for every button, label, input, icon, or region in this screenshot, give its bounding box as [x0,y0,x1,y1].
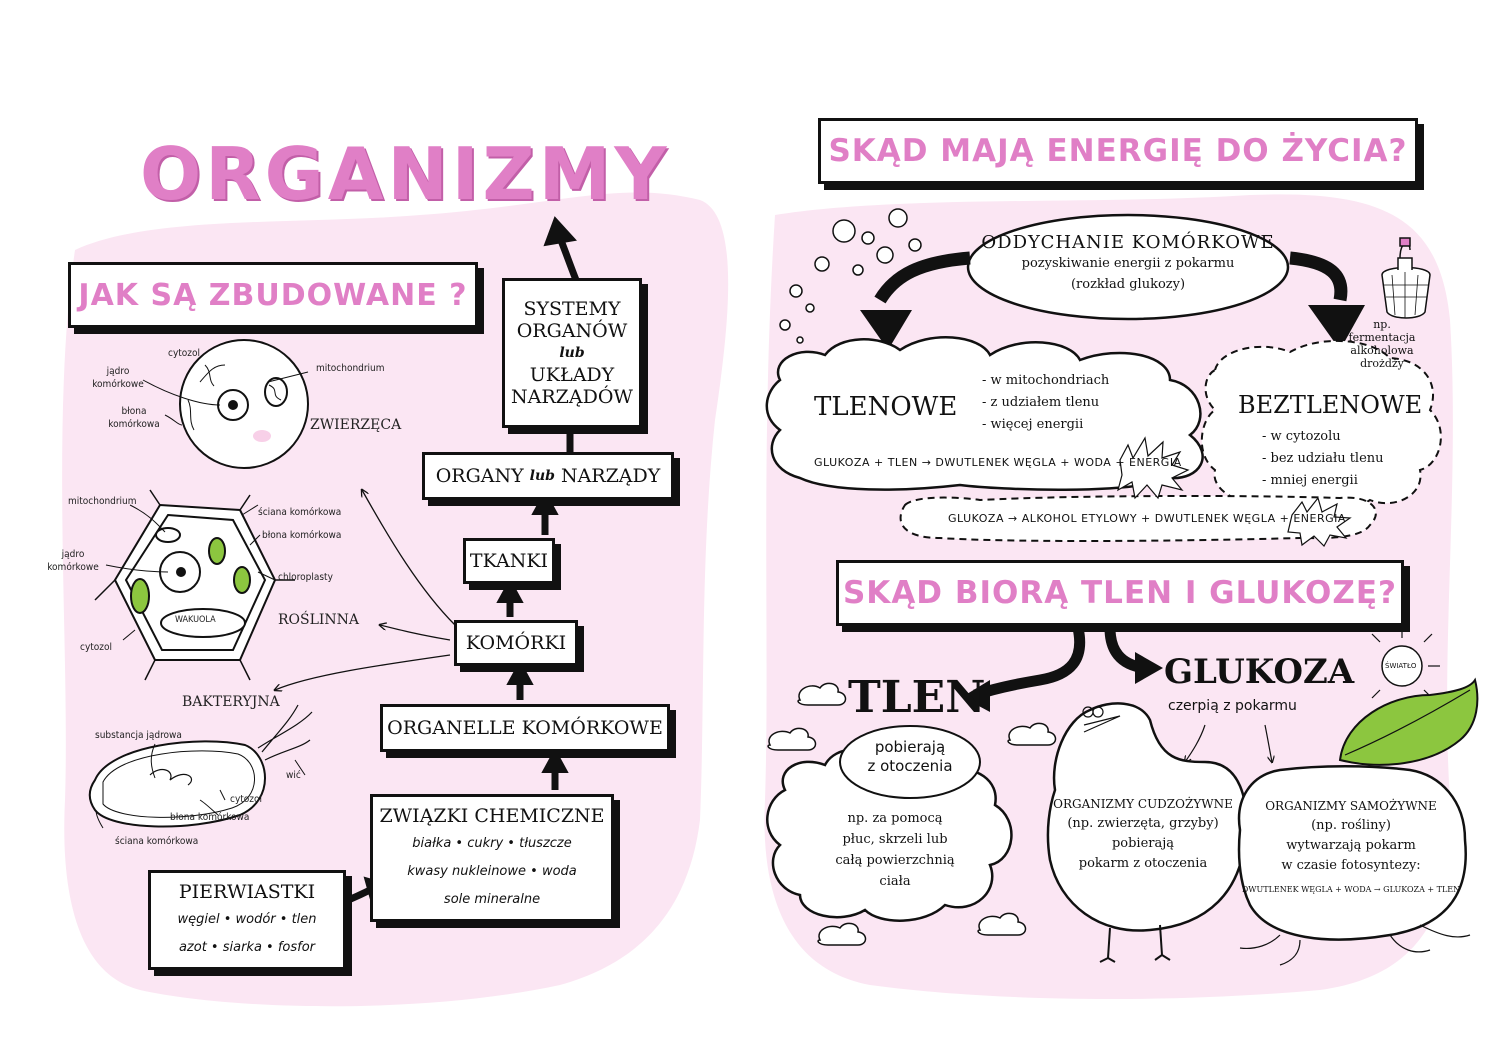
bubbles [779,208,922,344]
bacteria-subst-label: substancja jądrowa [95,730,182,741]
plant-mito-label: mitochondrium [68,496,137,507]
box-organelle: ORGANELLE KOMÓRKOWE [380,704,670,752]
tlen-sub: pobierają z otoczenia [867,738,953,775]
box-organy: ORGANY lub NARZĄDY [422,452,674,500]
energy-burst-1 [1117,436,1190,500]
beztlenowe-equation: GLUKOZA → ALKOHOL ETYLOWY + DWUTLENEK WĘ… [948,512,1346,525]
beztlenowe-title: BEZTLENOWE [1238,391,1423,419]
respiration-arrows [874,251,1348,304]
bacteria-cell-name: BAKTERYJNA [182,694,280,710]
plant-wakuola-label: WAKUOLA [175,615,216,625]
bacteria-cytozol-label: cytozol [230,794,263,805]
box-komorki: KOMÓRKI [454,620,578,666]
label-pointers [95,364,309,829]
box-pierwiastki: PIERWIASTKI węgiel • wodór • tlen azot •… [148,870,346,970]
bacteria-sciana-label: ściana komórkowa [115,836,199,847]
glukoza-sub: czerpią z pokarmu [1168,698,1297,714]
tlen-details: np. za pomocą płuc, skrzeli lub całą pow… [835,811,955,889]
creature-head [1082,706,1121,733]
plant-chloro-label: chloroplasty [278,572,333,583]
oddychanie-text: ODDYCHANIE KOMÓRKOWE pozyskiwanie energi… [981,232,1275,292]
bacteria-wic-label: wić [286,770,301,781]
tlenowe-title: TLENOWE [814,392,958,422]
bacteria-blona-label: błona komórkowa [170,812,250,823]
animal-cell-name: ZWIERZĘCA [310,417,402,433]
left-heading: JAK SĄ ZBUDOWANE ? [68,262,478,328]
small-clouds [767,682,1057,946]
leaf-icon [1338,677,1479,766]
plant-roots [1239,924,1471,966]
beztlenowe-eq-cloud [899,494,1377,542]
tlenowe-cloud [765,336,1204,492]
box-zwiazki: ZWIĄZKI CHEMICZNE białka • cukry • tłusz… [370,794,614,922]
oddychanie-shape [966,213,1290,321]
box-tkanki: TKANKI [463,538,555,584]
tlenowe-bullets: - w mitochondriach - z udziałem tlenu - … [982,373,1110,432]
animal-cytozol-label: cytozol [168,348,201,359]
beztlenowe-cloud [1200,339,1442,515]
fermentacja-note: np. fermentacja alkoholowa drożdży [1348,318,1416,370]
plant-jadro-label: jądro komórkowe [47,549,99,573]
swiatlo-label: ŚWIATŁO [1385,662,1417,670]
swiatlo-circle [1381,645,1423,687]
plant-cell [94,489,295,681]
animal-cell [179,339,309,469]
plant-blona-label: błona komórkowa [262,530,342,541]
tlen-title: TLEN [848,672,986,723]
jar-icon [1381,237,1431,319]
plant-cytozol-label: cytozol [80,642,113,653]
animal-jadro-label: jądro komórkowe [92,366,144,390]
creature-legs [1099,924,1171,963]
plant-sciana-label: ściana komórkowa [258,507,342,518]
glukoza-title: GLUKOZA [1164,652,1355,692]
glukoza-pointers [1185,724,1272,762]
tlenowe-equation: GLUKOZA + TLEN → DWUTLENEK WĘGLA + WODA … [814,456,1182,469]
tlen-sub-ellipse [839,725,981,799]
samozywne-text: ORGANIZMY SAMOŻYWNE (np. rośliny) wytwar… [1241,799,1461,894]
box-systemy: SYSTEMY ORGANÓW lub UKŁADY NARZĄDÓW [502,278,642,428]
page-title: ORGANIZMY [140,132,671,216]
arrow-head-right [1308,305,1365,350]
energy-burst-2 [1287,496,1352,547]
animal-mito-label: mitochondrium [316,363,385,374]
oxygen-heading: SKĄD BIORĄ TLEN I GLUKOZĘ? [836,560,1404,626]
cudzozywne-text: ORGANIZMY CUDZOŻYWNE (np. zwierzęta, grz… [1053,797,1233,871]
bacteria-cell [88,704,313,828]
animal-blona-label: błona komórkowa [108,406,160,430]
cell-type-arrows [275,490,456,690]
plant-cell-name: ROŚLINNA [278,612,360,628]
energy-heading: SKĄD MAJĄ ENERGIĘ DO ŻYCIA? [818,118,1418,184]
samozywne-plant [1237,765,1467,941]
arrow-head-left [860,310,912,350]
beztlenowe-bullets: - w cytozolu - bez udziału tlenu - mniej… [1262,429,1384,488]
